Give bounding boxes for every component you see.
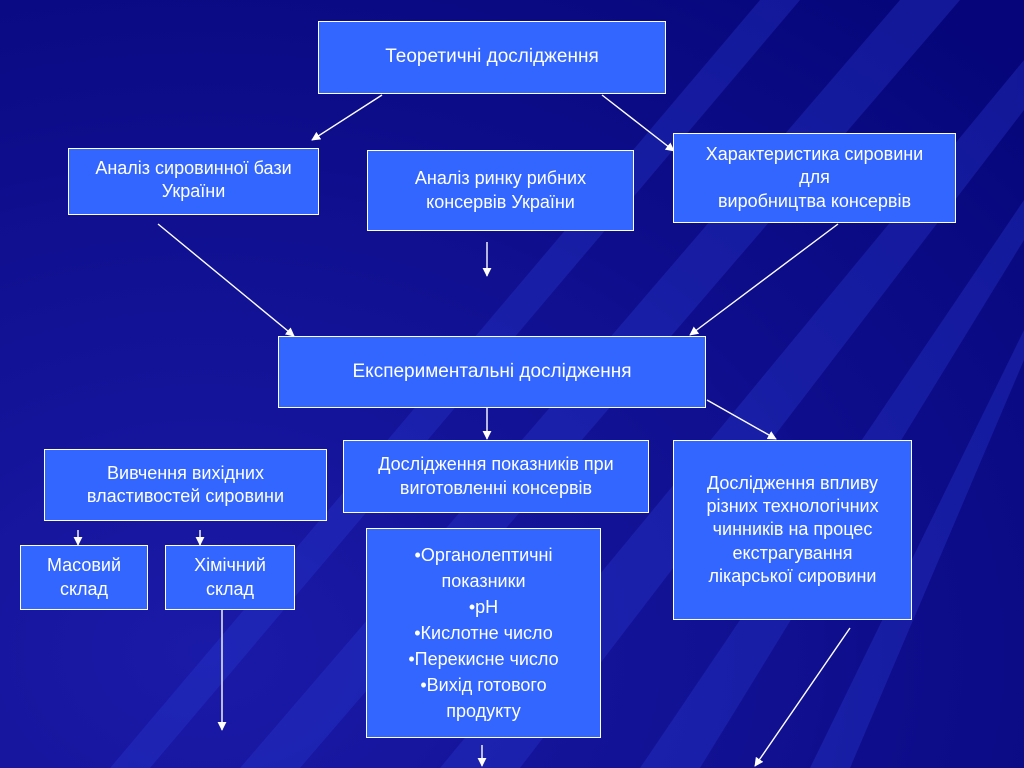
fish-market-line-1: Аналіз ринку рибних [414,168,587,189]
influence-line-3: чинників на процес [712,519,873,540]
indicators-list-item-2: •pH [468,596,499,617]
indicators-list-item-5: •Вихід готового [420,675,547,696]
technological-factors-influence-box: Дослідження впливу різних технологічних … [673,440,912,620]
fish-market-line-2: консервів України [426,191,575,212]
fish-market-analysis-box: Аналіз ринку рибних консервів України [367,150,634,231]
mass-composition-box: Масовий склад [20,545,148,610]
indicators-line-2: виготовленні консервів [399,477,593,498]
indicators-list-item-5-cont: продукту [446,701,521,722]
indicators-line-1: Дослідження показників при [378,454,614,475]
characteristics-line-2: для [799,167,830,188]
raw-material-base-analysis-box: Аналіз сировинної бази України [68,148,319,215]
indicators-study-box: Дослідження показників при виготовленні … [343,440,649,513]
mass-composition-line-2: склад [59,578,109,599]
indicators-list-item-3: •Кислотне число [414,622,553,643]
raw-material-base-line-2: України [161,181,226,202]
experimental-research-line-1: Експериментальні дослідження [352,360,632,382]
indicators-list-item-4: •Перекисне число [408,649,559,670]
initial-properties-line-1: Вивчення вихідних [107,462,264,483]
theoretical-research-line-1: Теоретичні дослідження [385,46,599,68]
influence-line-5: лікарської сировини [708,566,877,587]
raw-material-base-line-1: Аналіз сировинної бази [95,158,292,178]
theoretical-research-box: Теоретичні дослідження [318,21,666,94]
influence-line-1: Дослідження впливу [706,472,879,493]
chemical-composition-line-2: склад [205,578,255,599]
influence-line-2: різних технологічних [706,495,879,516]
indicators-list-item-1: •Органолептичні [414,544,553,565]
characteristics-line-3: виробництва консервів [717,190,912,211]
experimental-research-box: Експериментальні дослідження [278,336,706,408]
indicators-list-box: •Органолептичні показники •pH •Кислотне … [366,528,601,738]
indicators-list-item-1-cont: показники [441,570,526,591]
chemical-composition-line-1: Хімічний [194,555,266,576]
characteristics-line-1: Характеристика сировини [705,143,924,164]
initial-properties-line-2: властивостей сировини [86,486,285,506]
mass-composition-line-1: Масовий [46,555,122,576]
raw-material-characteristics-box: Характеристика сировини для виробництва … [673,133,956,223]
initial-properties-study-box: Вивчення вихідних властивостей сировини [44,449,327,521]
chemical-composition-box: Хімічний склад [165,545,295,610]
influence-line-4: екстрагування [732,542,853,563]
